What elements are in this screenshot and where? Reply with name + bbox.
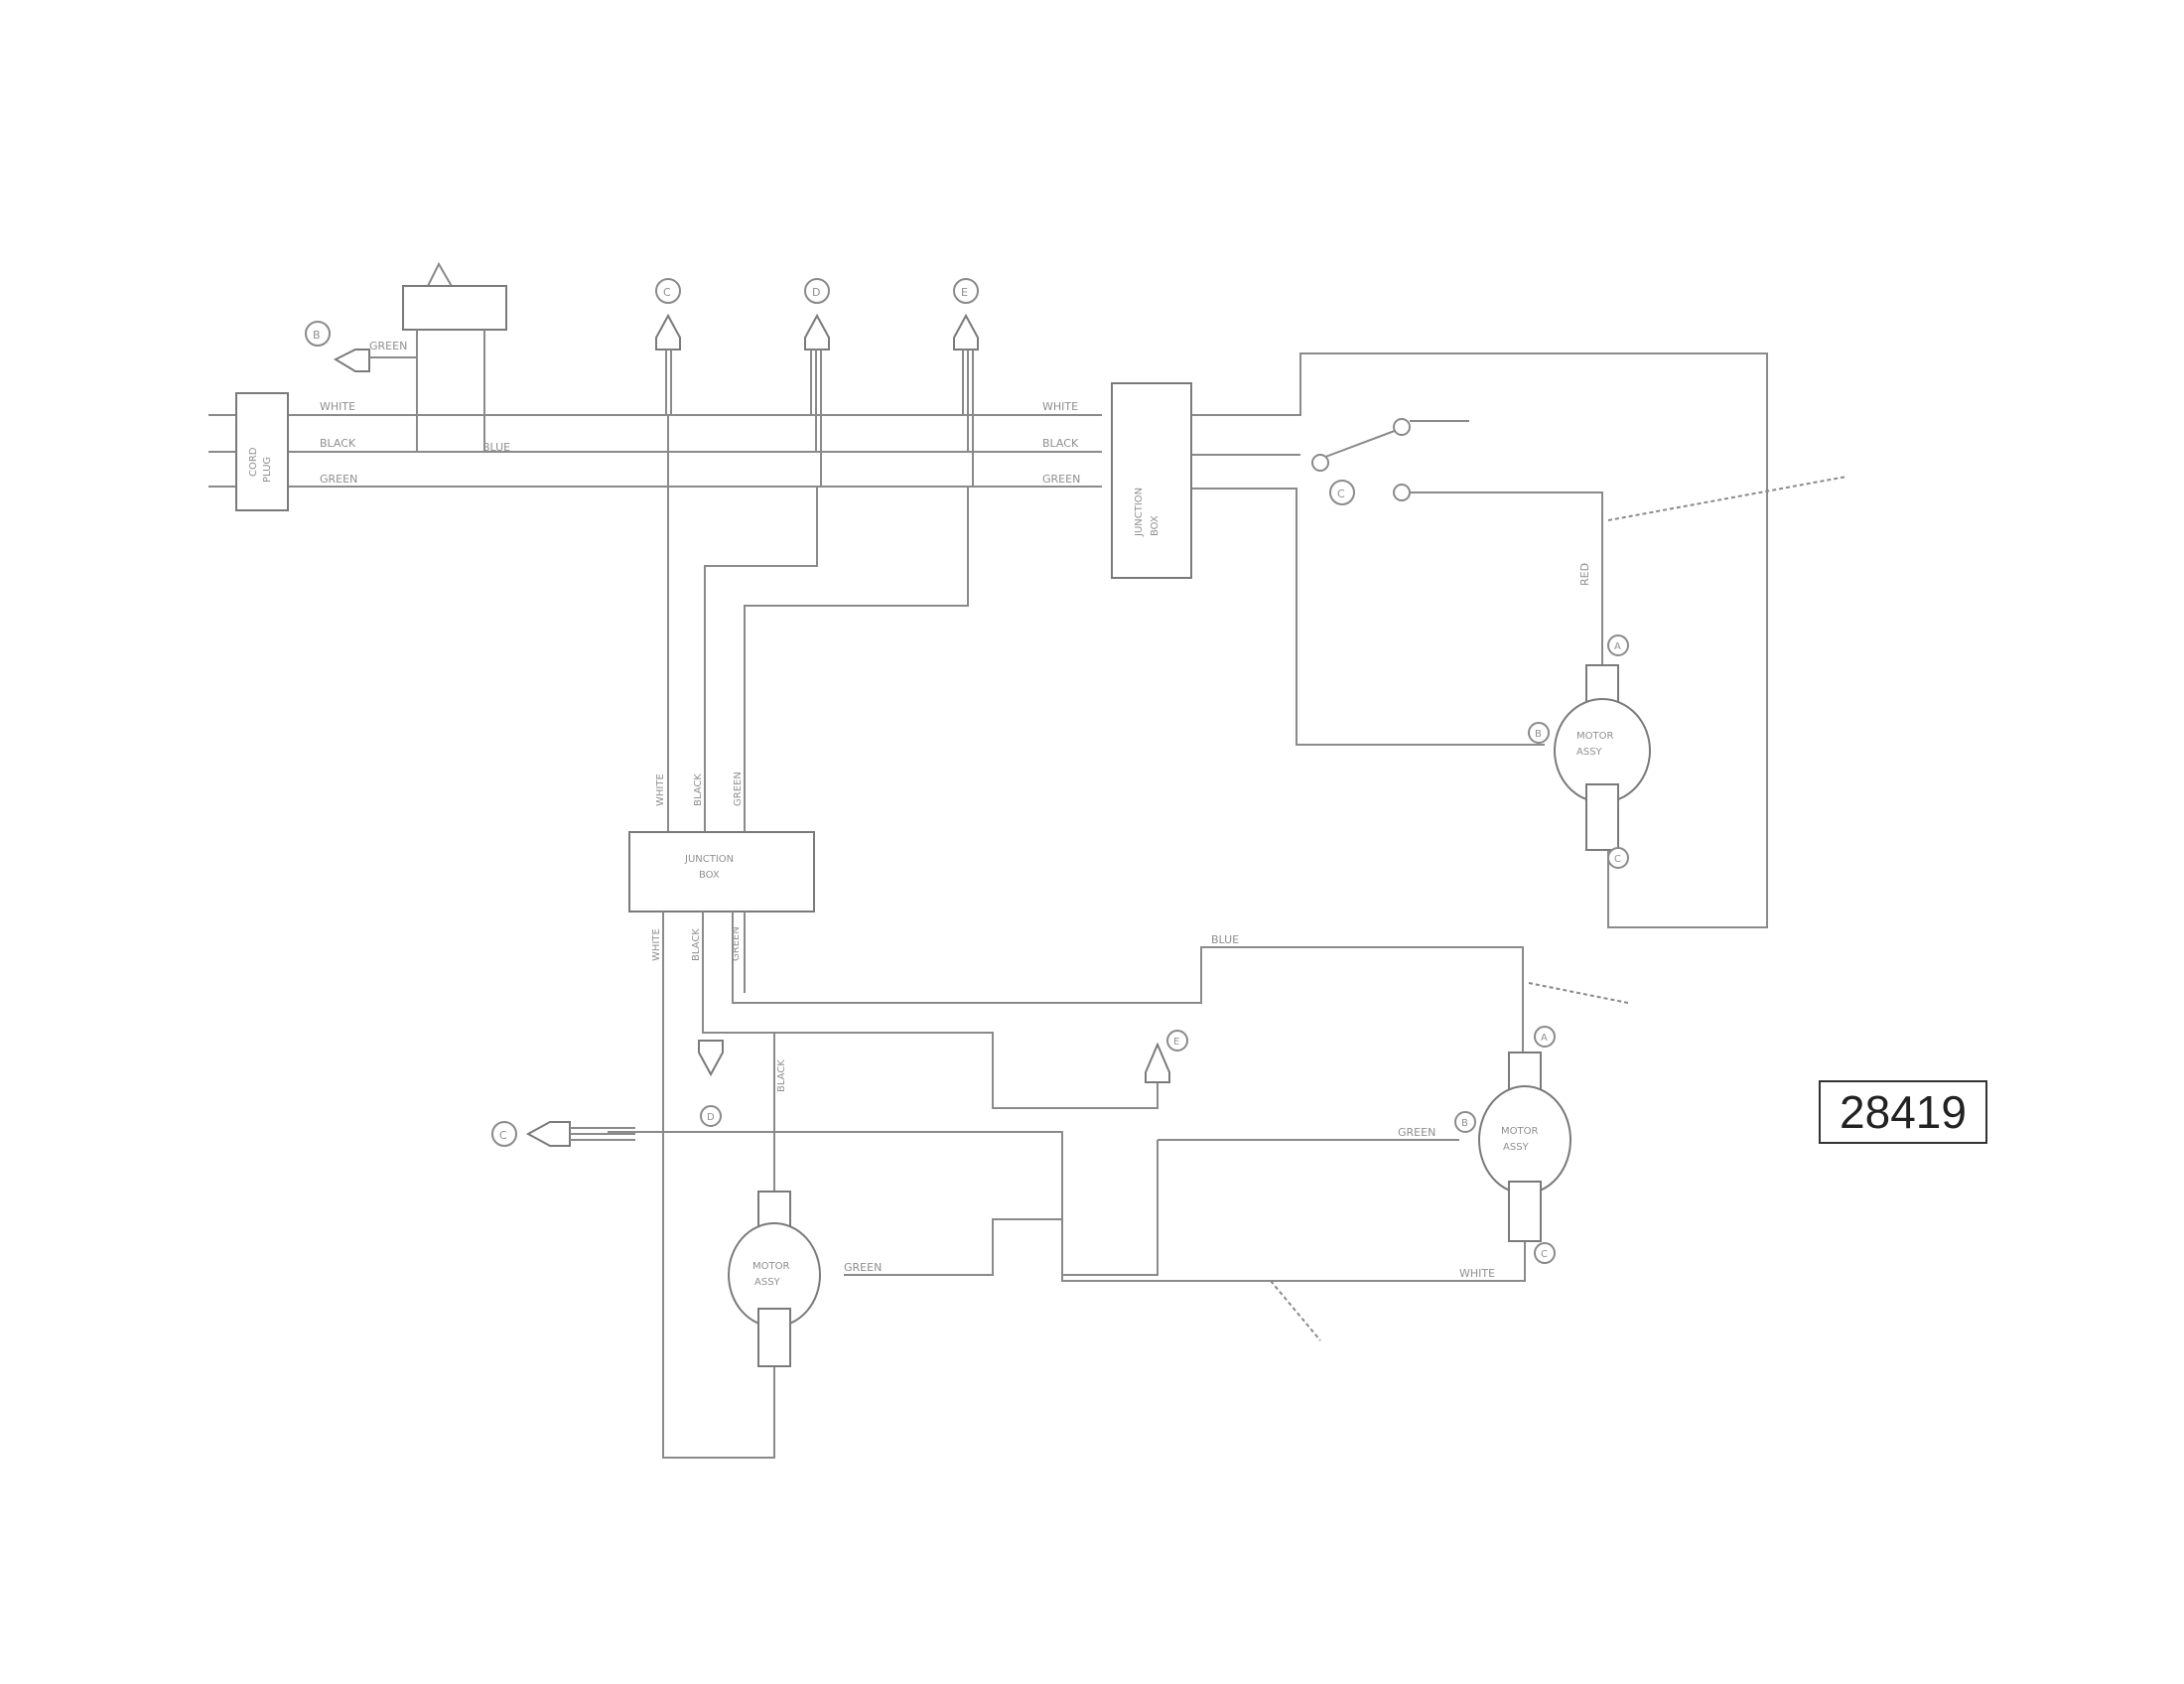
svg-text:A: A <box>1541 1033 1548 1044</box>
svg-text:E: E <box>1173 1037 1179 1048</box>
wire-label-black-top: BLACK <box>320 437 356 450</box>
drop-wires-to-junction <box>667 415 969 832</box>
svg-text:C: C <box>1541 1249 1548 1260</box>
wire-label-white-top: WHITE <box>320 400 355 413</box>
svg-text:C: C <box>663 286 671 299</box>
svg-text:RED: RED <box>1578 563 1591 586</box>
lower-left-motor: MOTOR ASSY <box>728 1191 821 1367</box>
svg-text:D: D <box>812 286 820 299</box>
svg-text:JUNCTION: JUNCTION <box>1134 488 1145 537</box>
svg-text:C: C <box>499 1129 507 1142</box>
svg-text:PLUG: PLUG <box>262 457 273 483</box>
lower-right-motor: MOTOR ASSY A B C <box>1454 1026 1571 1264</box>
connector-d-lower: D <box>698 1040 724 1127</box>
upper-right-circuit: C RED <box>1281 352 1768 928</box>
wire-label-white-right: WHITE <box>1042 400 1078 413</box>
svg-text:ASSY: ASSY <box>1503 1142 1530 1153</box>
svg-text:C: C <box>1614 854 1621 865</box>
svg-text:BLACK: BLACK <box>776 1059 787 1092</box>
svg-text:D: D <box>707 1112 715 1123</box>
connector-d-top: D <box>804 278 830 487</box>
svg-text:C: C <box>1337 488 1345 500</box>
pointer-line-upper <box>1607 476 1847 521</box>
connector-e-top: E <box>953 278 979 487</box>
svg-text:MOTOR: MOTOR <box>1501 1126 1538 1137</box>
svg-text:WHITE: WHITE <box>655 773 666 806</box>
svg-text:BLACK: BLACK <box>693 773 704 806</box>
main-bus-wires <box>208 414 1300 490</box>
svg-text:B: B <box>313 329 321 342</box>
svg-text:ASSY: ASSY <box>1576 747 1603 758</box>
connector-c-top: C <box>655 278 681 415</box>
lower-wires <box>608 912 1526 1459</box>
svg-text:GREEN: GREEN <box>369 340 407 352</box>
svg-text:MOTOR: MOTOR <box>1576 731 1613 742</box>
svg-text:BOX: BOX <box>1150 515 1160 536</box>
svg-text:MOTOR: MOTOR <box>752 1261 789 1272</box>
svg-text:ASSY: ASSY <box>754 1277 781 1288</box>
lower-junction-box: JUNCTION BOX <box>628 831 815 912</box>
svg-text:JUNCTION: JUNCTION <box>684 854 734 865</box>
connector-b-top-left: B GREEN <box>305 321 418 415</box>
connector-e-lower: E <box>1145 1030 1188 1083</box>
upper-right-motor: MOTOR ASSY A B C <box>1528 634 1651 869</box>
svg-text:BLUE: BLUE <box>1211 933 1239 946</box>
wire-label-green-top: GREEN <box>320 473 357 486</box>
svg-text:GREEN: GREEN <box>733 772 744 806</box>
pointer-line-lower <box>1270 1280 1321 1341</box>
svg-text:B: B <box>1461 1118 1468 1129</box>
svg-text:BOX: BOX <box>699 870 720 881</box>
wire-label-green-right: GREEN <box>1042 473 1080 486</box>
wire-label-black-right: BLACK <box>1042 437 1079 450</box>
reference-number: 28419 <box>1819 1080 1987 1144</box>
svg-text:GREEN: GREEN <box>731 926 742 961</box>
svg-text:A: A <box>1614 641 1621 652</box>
wire-label-blue-top: BLUE <box>482 441 510 454</box>
svg-text:GREEN: GREEN <box>844 1261 882 1274</box>
svg-text:WHITE: WHITE <box>651 928 662 961</box>
svg-text:E: E <box>961 286 968 299</box>
svg-text:GREEN: GREEN <box>1398 1126 1435 1139</box>
pointer-line-mid <box>1528 982 1629 1004</box>
connector-c-lower: C <box>491 1121 635 1147</box>
svg-text:CORD: CORD <box>248 447 259 477</box>
upper-junction-box: JUNCTION BOX <box>1111 382 1192 579</box>
svg-text:B: B <box>1535 729 1542 740</box>
power-cord-plug-block: CORD PLUG <box>235 392 289 511</box>
svg-text:WHITE: WHITE <box>1459 1267 1495 1280</box>
switch-box-top <box>402 261 507 453</box>
svg-text:BLACK: BLACK <box>691 928 702 961</box>
